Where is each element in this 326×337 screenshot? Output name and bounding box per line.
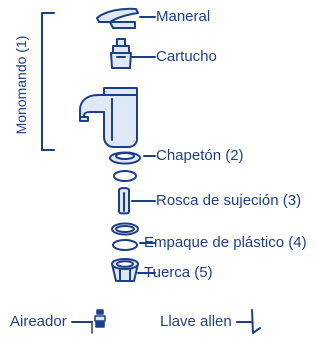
monomando-group-label: Monomando (1) — [13, 35, 29, 135]
label-maneral: Maneral — [156, 8, 211, 25]
llave-allen-part — [251, 309, 261, 334]
tuerca-part — [111, 258, 139, 282]
cartucho-part — [110, 38, 132, 69]
label-rosca: Rosca de sujeción (3) — [156, 192, 302, 209]
chapeton-part — [109, 151, 141, 182]
empaque-part — [111, 222, 139, 251]
label-llave-allen: Llave allen — [160, 313, 232, 330]
faucet-body-part — [79, 87, 138, 148]
label-tuerca: Tuerca (5) — [144, 264, 213, 281]
rosca-part — [118, 187, 130, 215]
label-empaque: Empaque de plástico (4) — [144, 234, 307, 251]
label-aireador: Aireador — [10, 313, 67, 330]
aireador-part — [91, 309, 106, 334]
label-cartucho: Cartucho — [156, 48, 217, 65]
monomando-bracket — [41, 12, 55, 151]
maneral-part — [96, 7, 139, 29]
label-chapeton: Chapetón (2) — [156, 147, 244, 164]
